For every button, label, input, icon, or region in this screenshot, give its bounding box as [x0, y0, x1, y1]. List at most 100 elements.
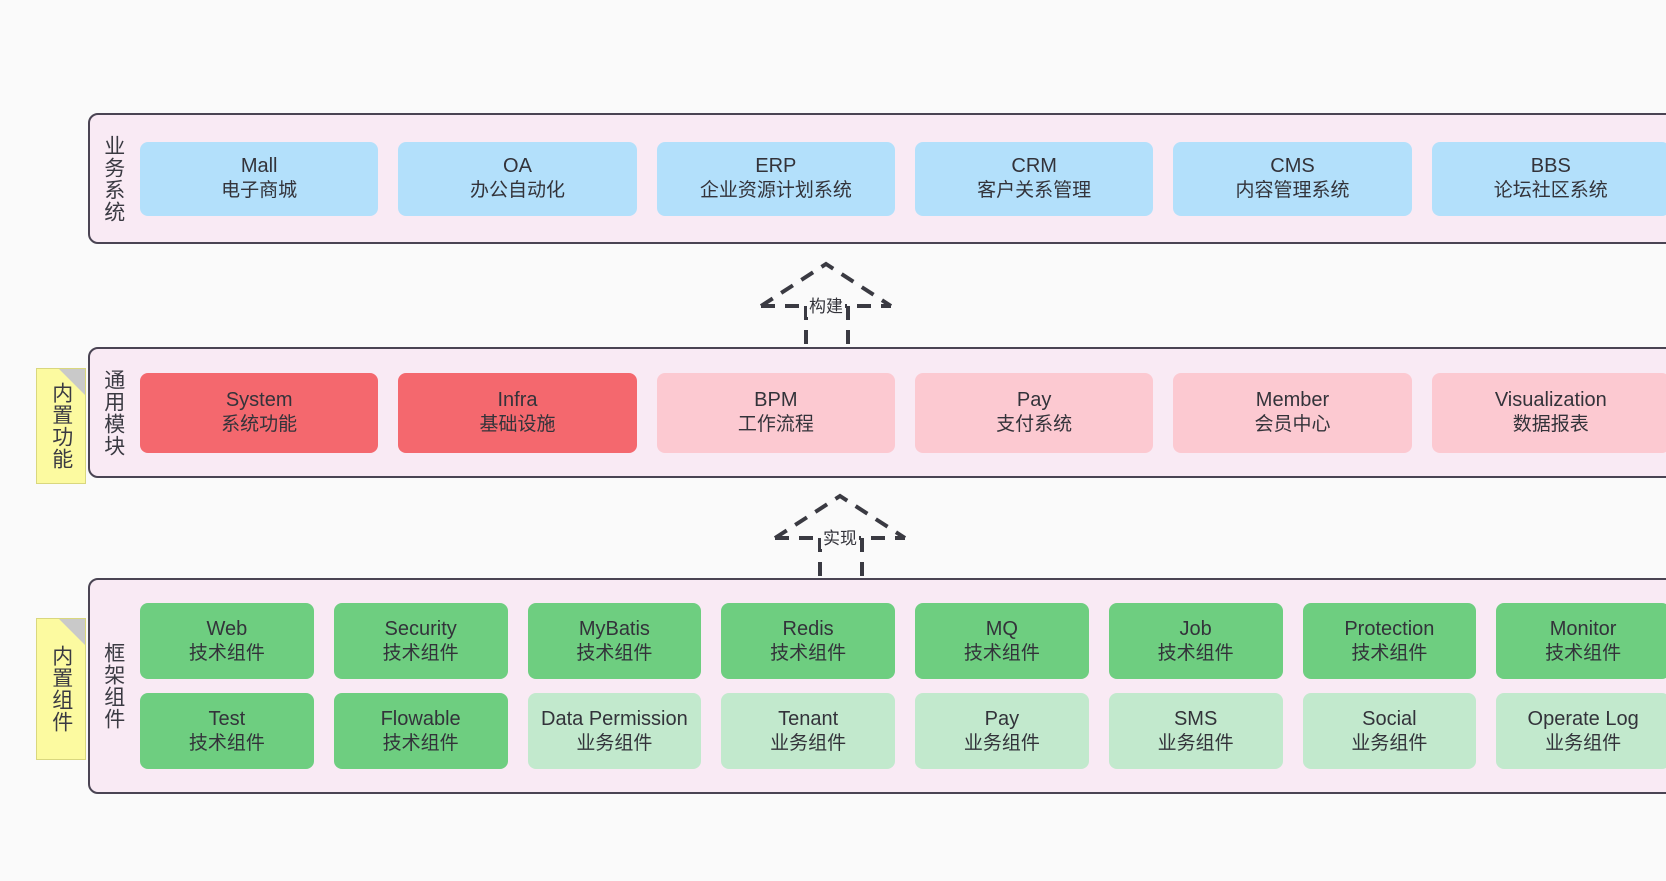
node-social[interactable]: Social 业务组件 — [1302, 693, 1477, 769]
node-pay[interactable]: Pay 支付系统 — [914, 372, 1154, 453]
node-subtitle: 工作流程 — [737, 414, 814, 436]
node-subtitle: 业务组件 — [770, 732, 847, 754]
connector-implement: 实现 — [772, 490, 912, 582]
node-title: MQ — [985, 617, 1018, 640]
band-body-common-modules: System 系统功能 Infra 基础设施 BPM 工作流程 Pay 支付系统… — [136, 349, 1666, 476]
node-mybatis[interactable]: MyBatis 技术组件 — [527, 603, 702, 679]
sticky-note-builtin-components: 内置组件 — [36, 618, 86, 760]
node-subtitle: 技术组件 — [188, 732, 265, 754]
node-title: Web — [206, 617, 248, 640]
node-subtitle: 技术组件 — [1157, 642, 1234, 664]
arrow-shaft-implement — [818, 538, 864, 580]
node-title: Visualization — [1494, 389, 1607, 412]
node-title: Pay — [984, 707, 1020, 730]
node-title: SMS — [1173, 707, 1218, 730]
node-cms[interactable]: CMS 内容管理系统 — [1173, 141, 1412, 216]
band-body-business-systems: Mall 电子商城 OA 办公自动化 ERP 企业资源计划系统 CRM 客户关系… — [136, 115, 1666, 242]
node-subtitle: 技术组件 — [382, 732, 459, 754]
node-subtitle: 论坛社区系统 — [1493, 180, 1608, 202]
node-subtitle: 系统功能 — [221, 414, 298, 436]
node-title: Member — [1255, 389, 1330, 412]
sticky-note-label: 内置功能 — [49, 382, 73, 470]
node-sms[interactable]: SMS 业务组件 — [1108, 693, 1283, 769]
node-erp[interactable]: ERP 企业资源计划系统 — [656, 141, 895, 216]
node-subtitle: 办公自动化 — [469, 180, 565, 202]
folded-corner-icon — [59, 369, 85, 395]
node-row: Mall 电子商城 OA 办公自动化 ERP 企业资源计划系统 CRM 客户关系… — [140, 141, 1666, 216]
node-subtitle: 技术组件 — [963, 642, 1040, 664]
node-data-permission[interactable]: Data Permission 业务组件 — [527, 693, 702, 769]
node-subtitle: 技术组件 — [382, 642, 459, 664]
node-title: Infra — [497, 389, 538, 412]
node-title: Redis — [782, 617, 834, 640]
node-subtitle: 业务组件 — [963, 732, 1040, 754]
node-mall[interactable]: Mall 电子商城 — [140, 141, 379, 216]
node-title: Mall — [240, 155, 278, 178]
node-title: Security — [384, 617, 457, 640]
node-title: System — [225, 389, 293, 412]
node-title: ERP — [755, 155, 797, 178]
node-operate-log[interactable]: Operate Log 业务组件 — [1496, 693, 1666, 769]
node-job[interactable]: Job 技术组件 — [1108, 603, 1283, 679]
node-title: OA — [503, 155, 532, 178]
node-subtitle: 基础设施 — [479, 414, 556, 436]
sticky-note-label: 内置组件 — [49, 645, 73, 733]
node-pay-business[interactable]: Pay 业务组件 — [915, 693, 1089, 769]
node-subtitle: 客户关系管理 — [977, 180, 1092, 202]
node-title: Data Permission — [541, 707, 688, 730]
arrow-head-triangle-build — [759, 261, 893, 308]
node-mq[interactable]: MQ 技术组件 — [915, 603, 1089, 679]
node-row: Web 技术组件 Security 技术组件 MyBatis 技术组件 Redi… — [140, 603, 1666, 679]
node-subtitle: 支付系统 — [996, 414, 1073, 436]
connector-label-build: 构建 — [807, 292, 845, 317]
node-subtitle: 业务组件 — [1545, 732, 1622, 754]
band-label-business-systems: 业务系统 — [101, 134, 125, 223]
node-redis[interactable]: Redis 技术组件 — [721, 603, 895, 679]
node-protection[interactable]: Protection 技术组件 — [1302, 603, 1477, 679]
node-subtitle: 电子商城 — [221, 180, 298, 202]
node-test[interactable]: Test 技术组件 — [140, 693, 314, 769]
node-crm[interactable]: CRM 客户关系管理 — [914, 141, 1154, 216]
folded-corner-icon — [59, 619, 85, 645]
node-visualization[interactable]: Visualization 数据报表 — [1431, 372, 1666, 453]
band-business-systems: 业务系统 Mall 电子商城 OA 办公自动化 ERP 企业资源计划系统 CRM… — [88, 113, 1666, 244]
node-oa[interactable]: OA 办公自动化 — [398, 141, 637, 216]
node-infra[interactable]: Infra 基础设施 — [398, 372, 637, 453]
node-flowable[interactable]: Flowable 技术组件 — [333, 693, 508, 769]
node-subtitle: 企业资源计划系统 — [699, 180, 852, 202]
node-title: Operate Log — [1527, 707, 1639, 730]
node-title: MyBatis — [578, 617, 650, 640]
node-subtitle: 技术组件 — [770, 642, 847, 664]
node-subtitle: 业务组件 — [1351, 732, 1428, 754]
node-title: Job — [1179, 617, 1212, 640]
node-subtitle: 数据报表 — [1512, 414, 1589, 436]
band-common-modules: 通用模块 System 系统功能 Infra 基础设施 BPM 工作流程 Pay… — [88, 347, 1666, 478]
band-body-framework-components: Web 技术组件 Security 技术组件 MyBatis 技术组件 Redi… — [136, 580, 1666, 792]
connector-build: 构建 — [758, 258, 898, 350]
node-member[interactable]: Member 会员中心 — [1173, 372, 1412, 453]
node-web[interactable]: Web 技术组件 — [140, 603, 314, 679]
band-label-framework-components: 框架组件 — [101, 642, 125, 730]
node-monitor[interactable]: Monitor 技术组件 — [1496, 603, 1666, 679]
band-label-common-modules: 通用模块 — [101, 368, 125, 457]
node-bpm[interactable]: BPM 工作流程 — [656, 372, 895, 453]
node-subtitle: 技术组件 — [1351, 642, 1428, 664]
node-title: Flowable — [380, 707, 461, 730]
node-title: Test — [208, 707, 246, 730]
node-security[interactable]: Security 技术组件 — [333, 603, 508, 679]
node-system[interactable]: System 系统功能 — [140, 372, 379, 453]
node-subtitle: 技术组件 — [188, 642, 265, 664]
arrow-head-triangle-implement — [773, 493, 907, 540]
node-title: Pay — [1016, 389, 1052, 412]
node-tenant[interactable]: Tenant 业务组件 — [721, 693, 895, 769]
node-title: BBS — [1530, 155, 1571, 178]
node-title: Tenant — [778, 707, 839, 730]
node-subtitle: 技术组件 — [1545, 642, 1622, 664]
connector-label-implement: 实现 — [821, 524, 859, 549]
node-title: Social — [1362, 707, 1417, 730]
node-title: CRM — [1011, 155, 1057, 178]
arrow-shaft-build — [804, 306, 850, 348]
node-title: BPM — [754, 389, 798, 412]
node-bbs[interactable]: BBS 论坛社区系统 — [1431, 141, 1666, 216]
